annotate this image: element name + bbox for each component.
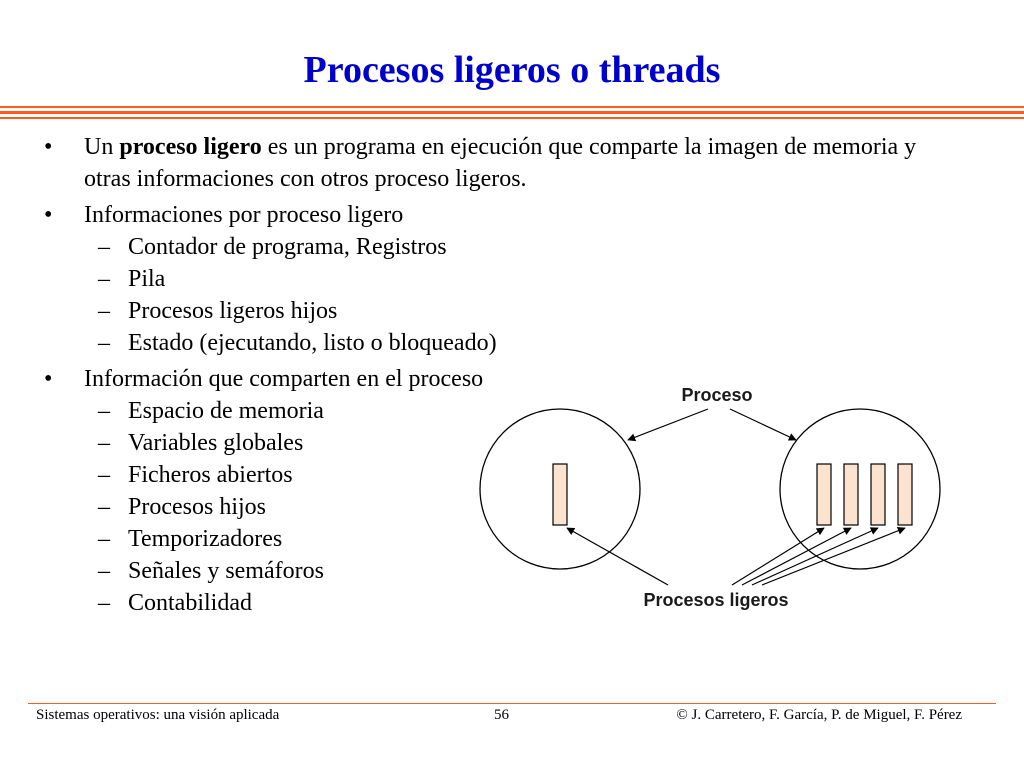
sub-item: –Espacio de memoria [44,395,964,427]
footer-copyright: © J. Carretero, F. García, P. de Miguel,… [676,707,962,723]
title-rule-middle [0,111,1024,114]
bullet-text: Informaciones por proceso ligero [84,202,404,228]
bullet-item: • Un proceso ligero es un programa en ej… [44,131,964,195]
sub-item: –Ficheros abiertos [44,459,964,491]
sub-dash: – [98,298,110,324]
title-rule-top [0,106,1024,108]
footer-book-title: Sistemas operativos: una visión aplicada [36,707,280,723]
sub-dash: – [98,330,110,356]
sub-item-text: Pila [128,266,166,292]
bullet-dot: • [44,202,53,228]
sub-dash: – [98,558,110,584]
footer-rule [28,703,996,704]
sub-dash: – [98,430,110,456]
sub-dash: – [98,266,110,292]
sub-item-text: Contabilidad [128,590,252,616]
sub-item-text: Procesos ligeros hijos [128,298,338,324]
title-rule-bottom [0,117,1024,119]
sub-item-text: Procesos hijos [128,494,266,520]
sub-item: –Contador de programa, Registros [44,231,964,263]
sub-item: –Pila [44,263,964,295]
sub-item: –Procesos hijos [44,491,964,523]
sub-item-text: Contador de programa, Registros [128,234,447,260]
sub-item-text: Ficheros abiertos [128,462,293,488]
sub-dash: – [98,398,110,424]
sub-item: –Estado (ejecutando, listo o bloqueado) [44,327,964,359]
bullet-dot: • [44,366,53,392]
bullet-text-lead: Un [84,134,120,160]
sub-dash: – [98,526,110,552]
sub-item: –Procesos ligeros hijos [44,295,964,327]
sub-item: –Temporizadores [44,523,964,555]
sub-dash: – [98,590,110,616]
sub-item-text: Variables globales [128,430,304,456]
sub-item-text: Señales y semáforos [128,558,324,584]
footer-page-number: 56 [494,707,509,723]
sub-item: –Variables globales [44,427,964,459]
bullet-text: Información que comparten en el proceso [84,366,484,392]
sub-item: –Señales y semáforos [44,555,964,587]
sub-item-text: Estado (ejecutando, listo o bloqueado) [128,330,497,356]
bullet-item: • Informaciones por proceso ligero [44,199,964,231]
bullet-dot: • [44,134,53,160]
sub-dash: – [98,462,110,488]
sub-item-text: Temporizadores [128,526,283,552]
sub-dash: – [98,234,110,260]
sub-item: –Contabilidad [44,587,964,619]
bullet-text-bold: proceso ligero [119,134,262,160]
bullet-text-rest: es un programa en ejecución que comparte… [84,134,917,192]
bullet-item: • Información que comparten en el proces… [44,363,964,395]
sub-item-text: Espacio de memoria [128,398,324,424]
slide-title: Procesos ligeros o threads [303,49,721,91]
slide-content: • Un proceso ligero es un programa en ej… [44,127,964,619]
sub-dash: – [98,494,110,520]
